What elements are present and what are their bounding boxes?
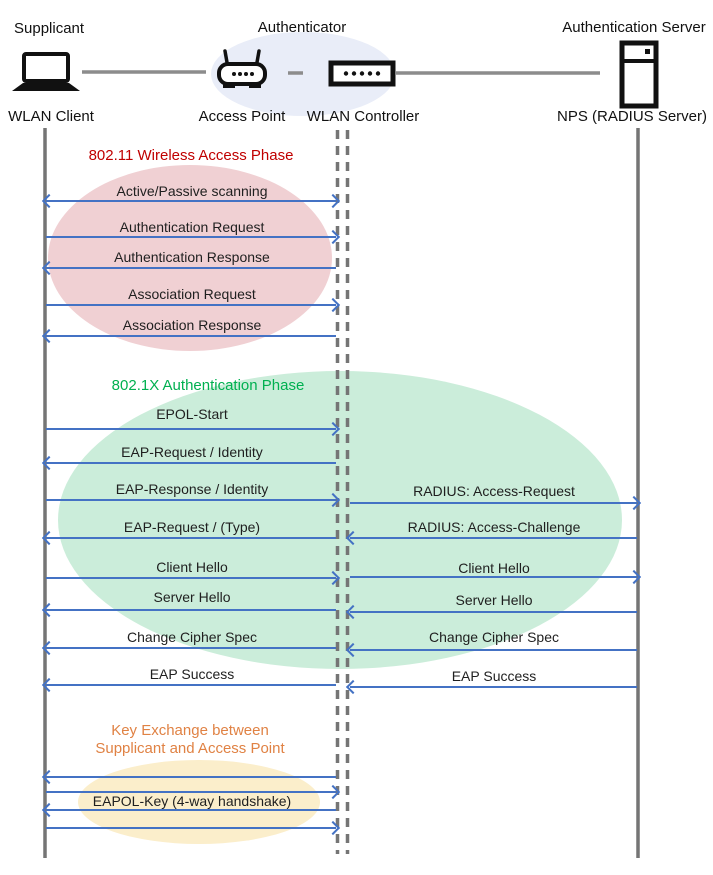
arrow-server-hello-left: [41, 602, 336, 618]
arrow-change-cipher-spec-right: [345, 642, 637, 658]
message-label-change-cipher-spec-right: Change Cipher Spec: [429, 629, 559, 645]
arrow-radius-access-challenge: [345, 530, 637, 546]
message-label-server-hello-right: Server Hello: [455, 592, 533, 608]
message-label-radius-access-request: RADIUS: Access-Request: [413, 483, 575, 499]
message-label-authentication-response: Authentication Response: [114, 249, 270, 265]
message-label-eapol-key: EAPOL-Key (4-way handshake): [92, 793, 292, 809]
arrow-server-hello-right: [345, 604, 637, 620]
message-label-client-hello-right: Client Hello: [458, 560, 530, 576]
arrow-radius-access-request: [350, 495, 642, 511]
role-label-authenticator: Authenticator: [257, 19, 347, 36]
node-label-wlan-client: WLAN Client: [8, 108, 94, 125]
message-label-scanning: Active/Passive scanning: [116, 183, 268, 199]
arrow-eap-request-type: [41, 530, 336, 546]
arrow-authentication-request: [46, 229, 341, 245]
message-label-epol-start: EPOL-Start: [156, 406, 228, 422]
arrow-eap-response-identity: [46, 492, 341, 508]
arrow-eap-success-right: [345, 679, 637, 695]
message-label-association-request: Association Request: [128, 286, 256, 302]
server-icon: [619, 40, 659, 109]
message-label-eap-success-right: EAP Success: [451, 668, 537, 684]
message-label-association-response: Association Response: [122, 317, 262, 333]
message-label-eap-request-identity: EAP-Request / Identity: [121, 444, 263, 460]
phase-title-dot1x-authentication: 802.1X Authentication Phase: [111, 377, 305, 394]
laptop-icon: [12, 52, 80, 91]
access-point-icon: [217, 49, 267, 88]
wlan-controller-icon: [328, 60, 396, 87]
arrow-client-hello-left: [46, 570, 341, 586]
role-label-authentication-server: Authentication Server: [562, 19, 706, 36]
message-label-eap-request-type: EAP-Request / (Type): [123, 519, 261, 535]
node-label-wlan-controller: WLAN Controller: [306, 108, 420, 125]
arrow-eapol-key-msg2: [46, 784, 341, 800]
message-label-client-hello-left: Client Hello: [156, 559, 228, 575]
arrow-eap-success-left: [41, 677, 336, 693]
phase-title-key-exchange-line1: Key Exchange between: [111, 722, 269, 739]
arrow-scanning: [41, 193, 341, 209]
message-label-eap-success-left: EAP Success: [149, 666, 235, 682]
arrow-change-cipher-spec-left: [41, 640, 336, 656]
phase-title-wireless-access: 802.11 Wireless Access Phase: [88, 147, 294, 164]
message-label-eap-response-identity: EAP-Response / Identity: [115, 481, 269, 497]
arrow-eap-request-identity: [41, 455, 336, 471]
message-label-radius-access-challenge: RADIUS: Access-Challenge: [407, 519, 581, 535]
arrow-client-hello-right: [350, 569, 642, 585]
phase-key-exchange-ellipse: [78, 760, 320, 844]
role-label-supplicant: Supplicant: [14, 20, 85, 37]
arrow-eapol-key-msg1: [41, 769, 336, 785]
message-label-server-hello-left: Server Hello: [153, 589, 231, 605]
phase-title-key-exchange-line2: Supplicant and Access Point: [95, 740, 285, 757]
arrow-association-response: [41, 328, 336, 344]
phase-dot1x-ellipse: [58, 371, 622, 669]
message-label-change-cipher-spec-left: Change Cipher Spec: [127, 629, 257, 645]
arrow-epol-start: [46, 421, 341, 437]
node-label-nps-radius-server: NPS (RADIUS Server): [556, 108, 708, 125]
arrow-association-request: [46, 297, 341, 313]
arrow-eapol-key-msg3: [41, 802, 336, 818]
arrow-authentication-response: [41, 260, 336, 276]
message-label-authentication-request: Authentication Request: [119, 219, 265, 235]
arrow-eapol-key-msg4: [46, 820, 341, 836]
node-label-access-point: Access Point: [198, 108, 286, 125]
